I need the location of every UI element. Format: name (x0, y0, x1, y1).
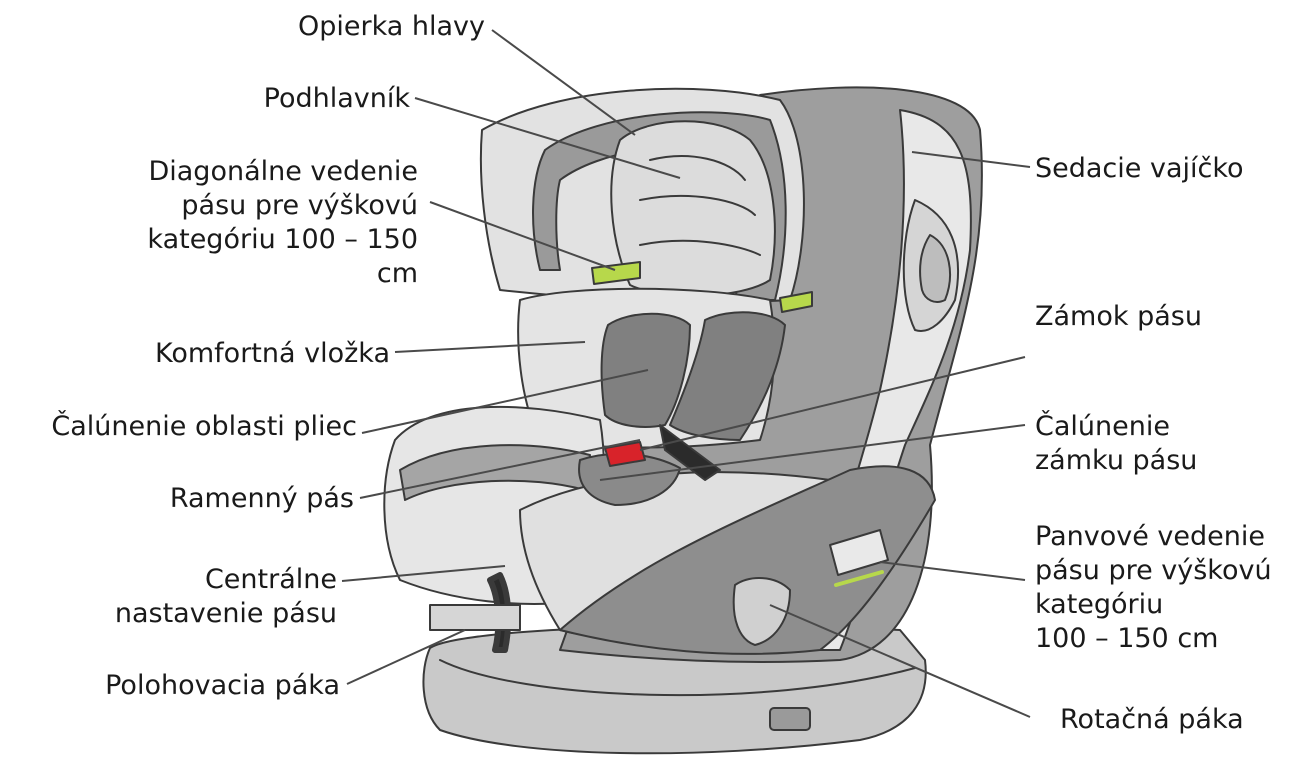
rotation-lever (732, 577, 791, 646)
leader-polohovacia (346, 629, 466, 685)
belt-guide-right (779, 291, 813, 313)
leader-opierka (491, 29, 636, 136)
leader-komfortna (394, 341, 586, 353)
label-komfortna-vlozka: Komfortná vložka (154, 338, 390, 369)
label-opierka-hlavy: Opierka hlavy (297, 11, 485, 42)
shoulder-pad-right (669, 311, 786, 441)
leader-ramenny (359, 439, 641, 499)
label-calunenie-pliec: Čalúnenie oblasti pliec (51, 411, 357, 442)
seat-right-band (559, 465, 936, 655)
label-zamok-pasu: Zámok pásu (1035, 301, 1202, 332)
leader-zamok (639, 356, 1026, 451)
side-wing-inner (919, 234, 951, 303)
leader-rotacna (769, 604, 1031, 718)
label-diagonalne-vedenie: Diagonálne vedenie pásu pre výškovú kate… (147, 156, 418, 289)
positioning-lever (429, 604, 521, 631)
leader-diagonalne (429, 201, 616, 271)
label-podhlavnik: Podhlavník (263, 83, 410, 114)
leader-podhlavnik (414, 97, 681, 179)
belt-guide-left (591, 261, 641, 285)
leader-centralne (341, 565, 506, 582)
label-centralne-nastavenie: Centrálne nastavenie pásu (114, 564, 337, 629)
label-rotacna-paka: Rotačná páka (1060, 704, 1244, 735)
label-calunenie-zamku: Čalúnenie zámku pásu (1035, 411, 1198, 476)
lap-belt-guide (829, 529, 889, 576)
rotation-slot (769, 707, 811, 731)
buckle (604, 441, 646, 467)
leader-calunenie-pliec (361, 369, 649, 434)
label-sedacie-vajicko: Sedacie vajíčko (1035, 153, 1244, 184)
leader-sedacie (911, 151, 1031, 168)
label-polohovacia-paka: Polohovacia páka (105, 670, 340, 701)
label-ramenny-pas: Ramenný pás (169, 483, 354, 514)
leader-panvove (879, 561, 1026, 581)
leader-calunenie-zamku (599, 424, 1026, 481)
leader-lines (341, 29, 1031, 718)
headrest-cushion (610, 120, 776, 297)
seat-base-rim (439, 659, 916, 697)
label-panvove-vedenie: Panvové vedenie pásu pre výškovú kategór… (1035, 521, 1272, 654)
